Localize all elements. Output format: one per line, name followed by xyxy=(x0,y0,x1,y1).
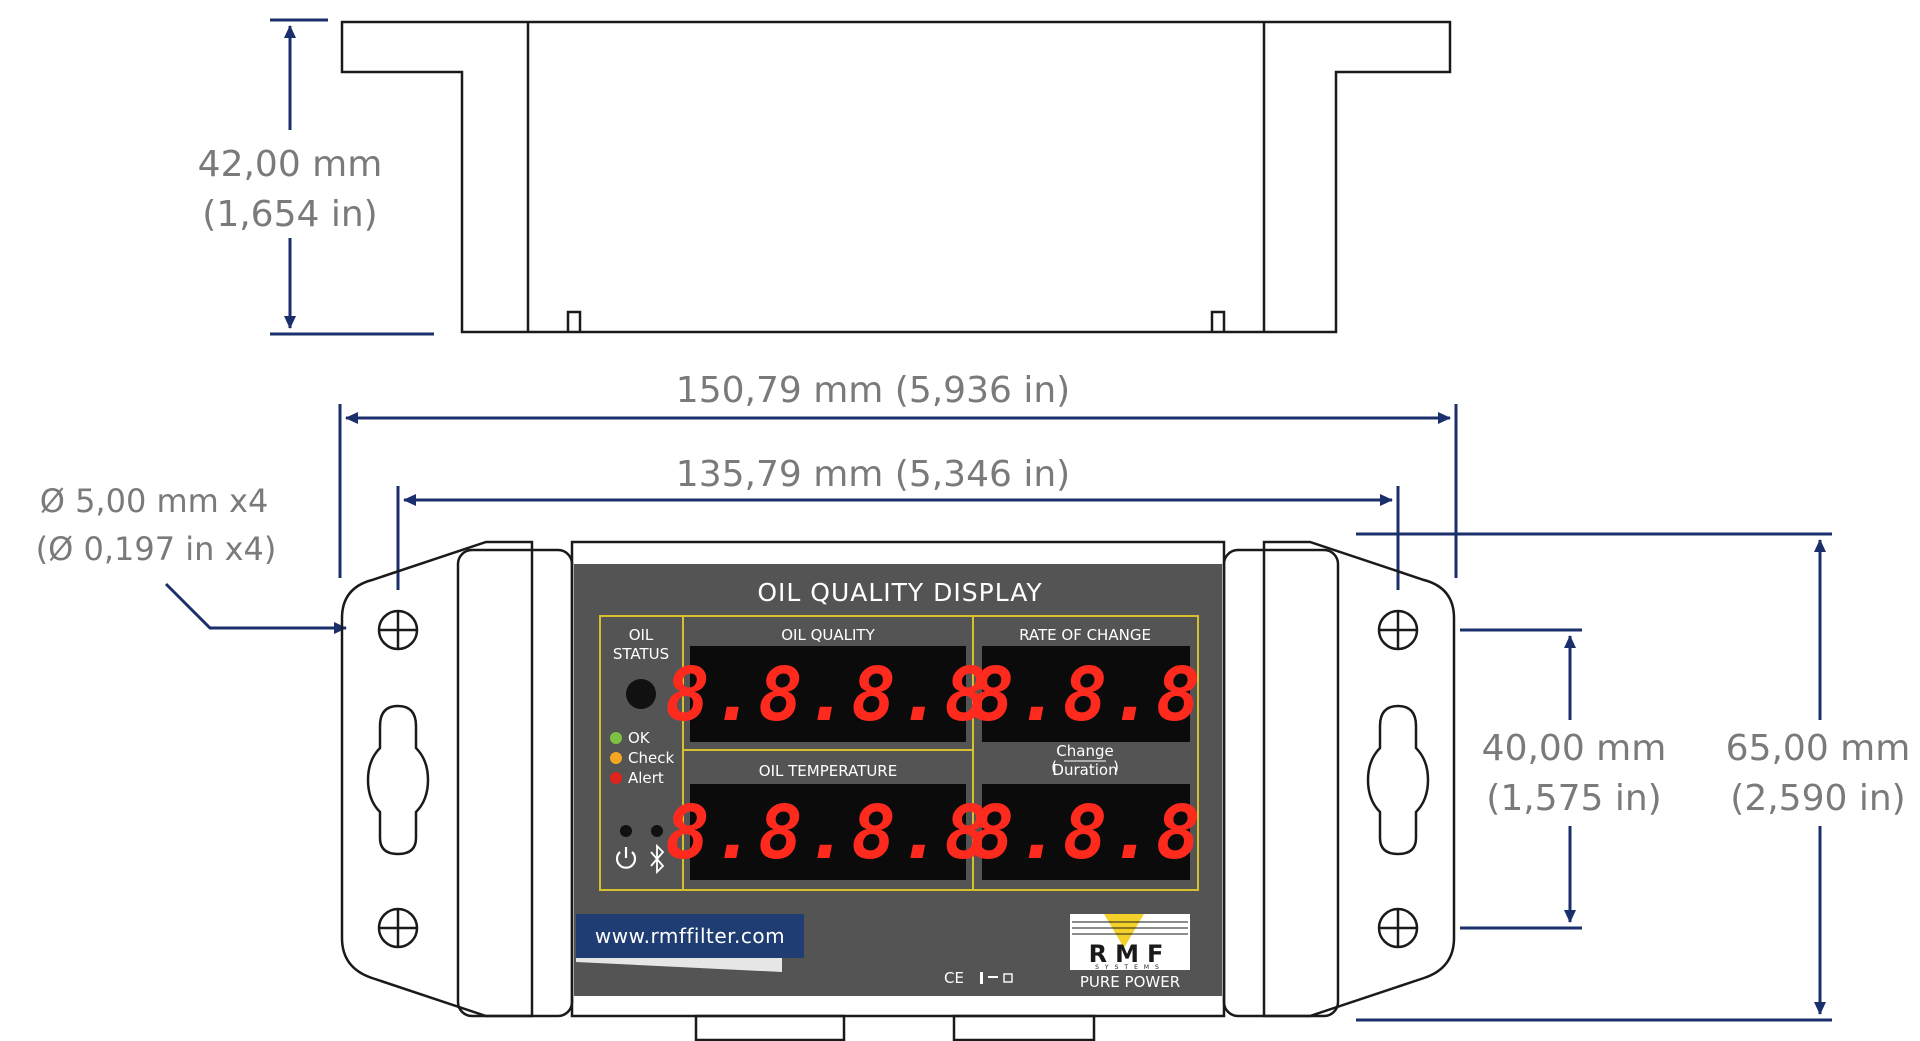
check-led-icon xyxy=(610,752,622,764)
url-banner-shadow xyxy=(576,958,782,972)
hole-spacing-height-mm-label: 40,00 mm xyxy=(1482,728,1667,769)
hole-spacing-height-in-label: (1,575 in) xyxy=(1486,778,1661,819)
height-in-label: (1,654 in) xyxy=(202,194,377,235)
indicator-dot-right xyxy=(651,825,663,837)
cert-mark-icon-2 xyxy=(988,976,998,978)
oil-quality-label: OIL QUALITY xyxy=(781,626,875,644)
hole-spacing-width-label: 135,79 mm (5,346 in) xyxy=(676,454,1070,495)
front-view: OIL QUALITY DISPLAY OIL STATUS OK Check … xyxy=(340,540,1456,1041)
display-frame xyxy=(599,615,1199,891)
crosshair-hole-icon xyxy=(377,907,419,949)
status-ok-label: OK xyxy=(628,729,651,747)
overall-height-dimension: 65,00 mm (2,590 in) xyxy=(1356,532,1911,1022)
status-sensor-icon xyxy=(626,679,656,709)
oil-temperature-display xyxy=(690,784,966,880)
overall-height-in-label: (2,590 in) xyxy=(1730,778,1905,819)
hole-spacing-width-dimension: 135,79 mm (5,346 in) xyxy=(396,454,1400,590)
duration-digits: 8.8.8 xyxy=(970,790,1203,876)
hole-spacing-height-dimension: 40,00 mm (1,575 in) xyxy=(1460,628,1667,930)
status-check-label: Check xyxy=(628,749,674,767)
rmf-logo: RMF SYSTEMS PURE POWER xyxy=(1070,914,1190,991)
cert-mark-icon-3 xyxy=(1003,973,1013,983)
logo-tagline: PURE POWER xyxy=(1080,973,1180,991)
ce-mark: CE xyxy=(944,969,964,987)
right-keyhole-slot xyxy=(1366,704,1430,856)
overall-height-mm-label: 65,00 mm xyxy=(1726,728,1911,769)
height-dimension: 42,00 mm (1,654 in) xyxy=(198,18,434,336)
oil-status-label-1: OIL xyxy=(629,626,654,644)
status-alert-label: Alert xyxy=(628,769,664,787)
bottom-port-left xyxy=(694,1014,846,1041)
rate-of-change-digits: 8.8.8 xyxy=(970,652,1203,738)
indicator-dot-left xyxy=(620,825,632,837)
logo-brand-sub: SYSTEMS xyxy=(1095,964,1165,971)
overall-width-dimension: 150,79 mm (5,936 in) xyxy=(338,370,1458,578)
power-icon[interactable] xyxy=(615,847,637,869)
url-banner xyxy=(576,914,804,958)
hole-diameter-callout: Ø 5,00 mm x4 (Ø 0,197 in x4) xyxy=(36,482,347,634)
panel-title: OIL QUALITY DISPLAY xyxy=(757,578,1042,607)
website-link[interactable]: www.rmffilter.com xyxy=(595,924,785,948)
hole-diameter-in-label: (Ø 0,197 in x4) xyxy=(36,530,277,568)
crosshair-hole-icon xyxy=(1377,907,1419,949)
logo-brand: RMF xyxy=(1089,940,1172,968)
oil-quality-digits: 8.8.8.8 xyxy=(665,652,991,738)
oil-temperature-digits: 8.8.8.8 xyxy=(665,790,991,876)
left-keyhole-slot xyxy=(366,704,430,856)
rate-of-change-display xyxy=(982,646,1190,742)
bottom-port-right xyxy=(952,1014,1096,1041)
cert-mark-icon xyxy=(980,972,983,984)
crosshair-hole-icon xyxy=(377,609,419,651)
oil-quality-display xyxy=(690,646,966,742)
right-flange xyxy=(1262,540,1456,1018)
hole-diameter-mm-label: Ø 5,00 mm x4 xyxy=(40,482,269,520)
height-mm-label: 42,00 mm xyxy=(198,144,383,185)
right-flange-panel xyxy=(1222,548,1340,1018)
rate-of-change-label: RATE OF CHANGE xyxy=(1019,626,1151,644)
crosshair-hole-icon xyxy=(1377,609,1419,651)
overall-width-label: 150,79 mm (5,936 in) xyxy=(676,370,1070,411)
left-flange-panel xyxy=(456,548,574,1018)
ok-led-icon xyxy=(610,732,622,744)
oil-status-label-2: STATUS xyxy=(613,645,669,663)
duration-display xyxy=(982,784,1190,880)
change-label: Change xyxy=(1056,742,1113,760)
duration-label: Duration xyxy=(1052,761,1117,779)
bluetooth-icon[interactable] xyxy=(650,843,665,875)
paren-left: ( xyxy=(1051,758,1057,776)
paren-right: ) xyxy=(1113,758,1119,776)
side-view xyxy=(340,20,1452,334)
alert-led-icon xyxy=(610,772,622,784)
oil-temperature-label: OIL TEMPERATURE xyxy=(759,762,897,780)
left-flange xyxy=(340,540,534,1018)
housing-body xyxy=(570,540,1226,1018)
